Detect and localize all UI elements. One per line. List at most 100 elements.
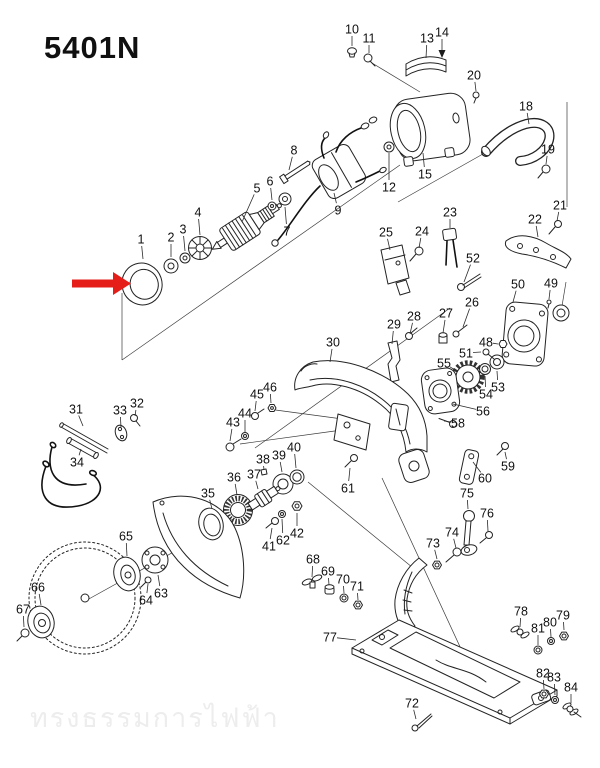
group-line-2 (371, 62, 421, 93)
part-label-78: 78 (514, 605, 528, 619)
leader-line-35 (209, 499, 213, 510)
leader-line-25 (387, 238, 391, 251)
part-label-66: 66 (31, 581, 45, 595)
part-label-26: 26 (465, 296, 479, 310)
leader-line-13 (425, 44, 428, 59)
lever-part68-drawing (301, 574, 323, 589)
leader-line-65 (125, 542, 128, 557)
part-label-68: 68 (306, 553, 320, 567)
part-label-41: 41 (262, 540, 276, 554)
part-label-60: 60 (478, 472, 492, 486)
part-label-52: 52 (466, 252, 480, 266)
nut-part48-drawing (498, 340, 508, 348)
screw-part61-drawing (344, 454, 358, 468)
leader-line-19 (545, 155, 548, 165)
part-label-7: 7 (284, 225, 291, 239)
part-label-30: 30 (326, 336, 340, 350)
part-label-31: 31 (69, 403, 83, 417)
leader-line-63 (157, 574, 161, 587)
leader-line-74 (453, 538, 457, 549)
leader-line-37 (255, 480, 259, 490)
part-label-43: 43 (226, 416, 240, 430)
group-line-9 (307, 481, 419, 573)
part-label-71: 71 (350, 580, 364, 594)
leader-line-39 (279, 461, 283, 473)
leader-line-20 (474, 81, 477, 92)
nut-part81-drawing (533, 645, 543, 655)
washer-part62-drawing (278, 510, 286, 518)
part-label-59: 59 (501, 460, 515, 474)
part-label-25: 25 (379, 226, 393, 240)
pin-part49-drawing (546, 299, 552, 309)
direction-arrow-part14 (438, 50, 446, 58)
leader-line-6 (270, 187, 273, 201)
wing-bolt-part84-drawing (562, 702, 582, 718)
part-label-35: 35 (201, 487, 215, 501)
group-line-3 (397, 149, 491, 203)
nut-part42-drawing (291, 501, 303, 511)
leader-line-58 (443, 420, 452, 423)
leader-line-3 (183, 235, 186, 252)
part-label-8: 8 (291, 144, 298, 158)
leader-line-71 (357, 592, 359, 601)
baffle-plate-part13-drawing (405, 56, 447, 77)
part-label-29: 29 (387, 318, 401, 332)
blade-case-part30-drawing (294, 360, 430, 483)
part-label-12: 12 (382, 181, 396, 195)
part-label-22: 22 (528, 213, 542, 227)
bolt-part74-drawing (445, 547, 462, 563)
leader-line-70 (343, 585, 345, 594)
leader-line-72 (413, 709, 417, 720)
bearing-near-49-drawing (552, 304, 570, 322)
part-label-20: 20 (467, 69, 481, 83)
group-line-1 (121, 164, 401, 361)
washer-part3-drawing (179, 252, 191, 264)
leader-line-49 (548, 289, 551, 300)
screw-part26-drawing (452, 324, 468, 338)
leader-line-60 (472, 461, 482, 473)
bolt-part67-drawing (16, 628, 30, 642)
part-label-58: 58 (451, 417, 465, 431)
screw-part11-drawing (363, 53, 376, 67)
field-stator-part9-drawing (271, 116, 387, 247)
leader-line-78 (519, 617, 521, 628)
ring-part40-drawing (289, 469, 305, 485)
part-label-79: 79 (556, 609, 570, 623)
safety-cover-part35-drawing (152, 495, 245, 599)
part-label-77: 77 (323, 631, 337, 645)
part-label-15: 15 (418, 168, 432, 182)
part-label-36: 36 (227, 471, 241, 485)
screw-part24-drawing (409, 246, 424, 262)
leader-line-40 (294, 453, 297, 469)
fan-part4-drawing (188, 236, 212, 260)
nut-part70-drawing (339, 593, 349, 603)
nut-part46-drawing (267, 404, 277, 412)
watermark-text: ทรงธรรมการไฟฟ้า (30, 703, 280, 733)
part-label-76: 76 (480, 507, 494, 521)
part-label-44: 44 (238, 407, 252, 421)
part-label-11: 11 (363, 32, 376, 46)
screw-part72-drawing (411, 713, 433, 732)
screw-part19-drawing (537, 164, 551, 179)
part-label-37: 37 (247, 468, 261, 482)
leader-line-46 (270, 393, 272, 404)
cap-part69-drawing (324, 584, 335, 595)
motor-housing-part15-drawing (389, 92, 471, 167)
gear-part55-drawing (451, 360, 485, 394)
leader-line-29 (391, 330, 394, 345)
leader-line-21 (556, 211, 560, 222)
leader-line-80 (550, 628, 552, 638)
part-label-24: 24 (415, 225, 429, 239)
bearing-retainer-part56-drawing (420, 367, 461, 415)
leader-line-7 (284, 206, 287, 225)
part-label-65: 65 (119, 530, 133, 544)
part-label-62: 62 (276, 534, 290, 548)
washer-part83-drawing (551, 696, 559, 704)
red-pointer-arrow (72, 272, 131, 295)
part-label-46: 46 (263, 381, 277, 395)
leader-line-77 (336, 637, 357, 641)
washer-part80-drawing (547, 637, 555, 645)
leader-line-67 (23, 615, 25, 628)
leader-line-68 (311, 565, 313, 578)
